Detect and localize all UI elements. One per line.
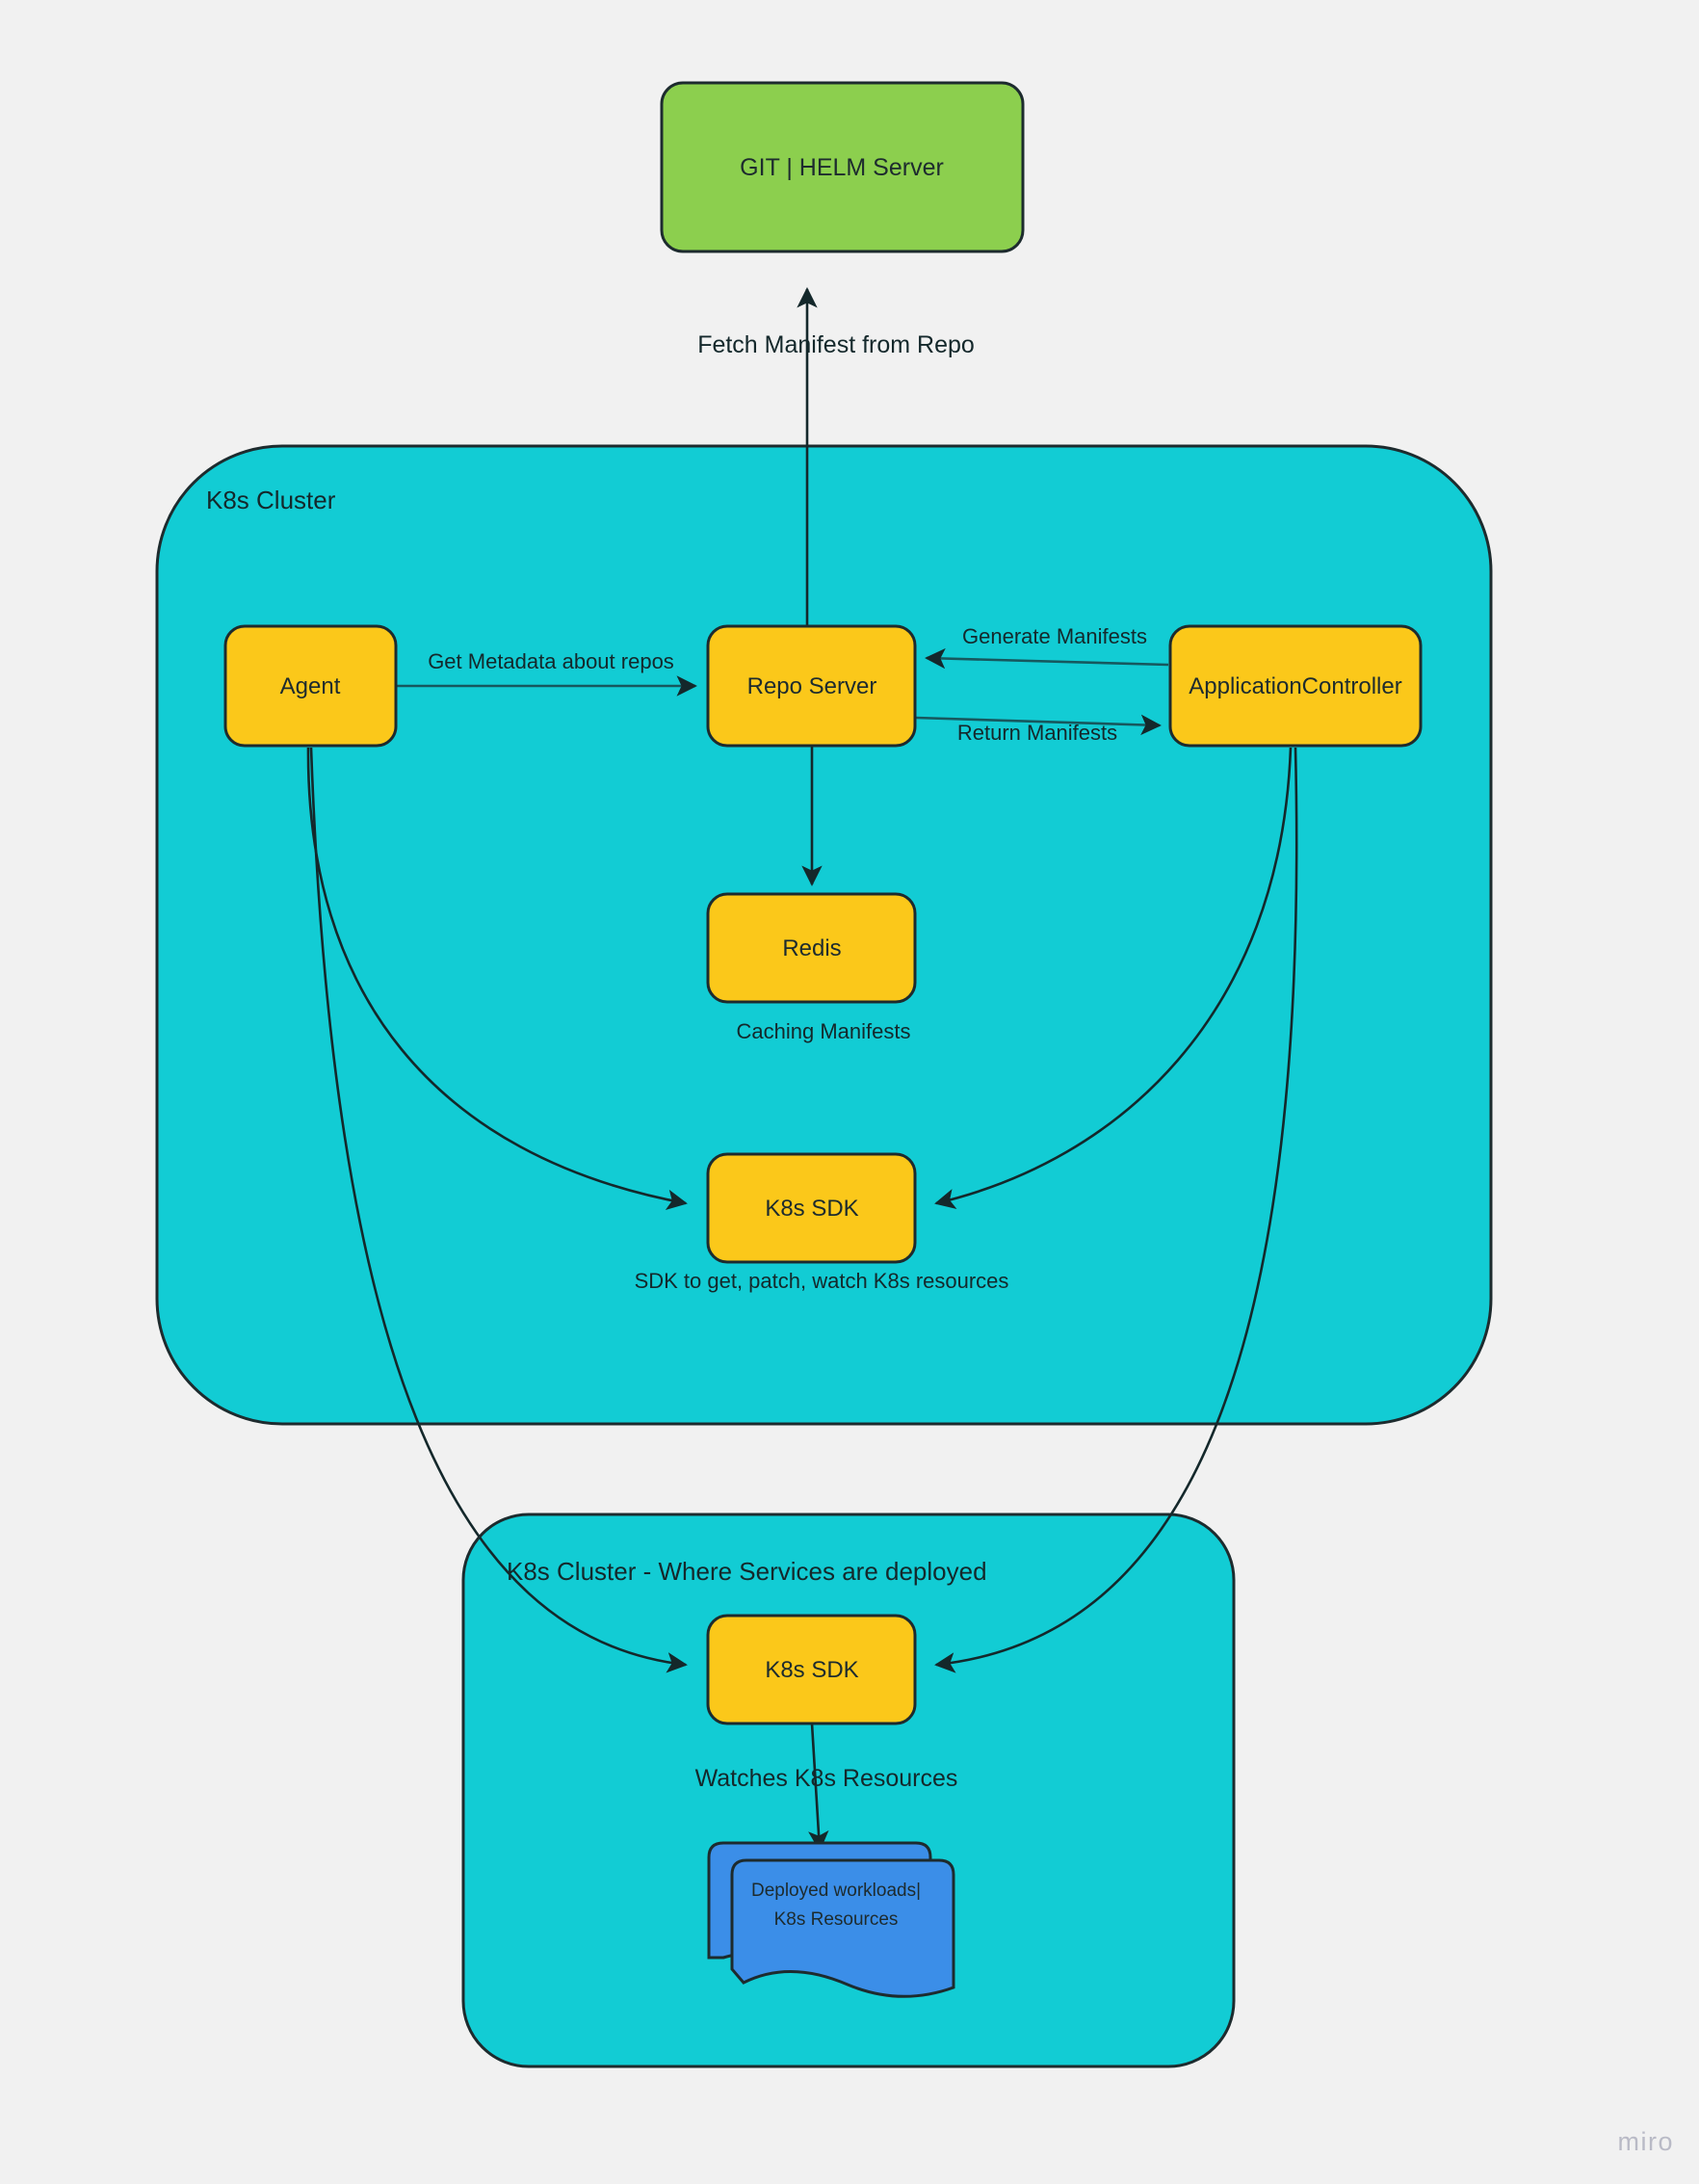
miro-watermark: miro [1617, 2127, 1674, 2156]
node-k8s-sdk-services[interactable]: K8s SDK [706, 1614, 917, 1725]
edge-label-get-metadata-about-repos: Get Metadata about repos [428, 649, 674, 673]
edge-label-sdk-to-get-patch-watch: SDK to get, patch, watch K8s resources [635, 1269, 1009, 1293]
node-k8s-sdk-services-shape [706, 1614, 917, 1725]
group-k8s-cluster-services-label: K8s Cluster - Where Services are deploye… [507, 1557, 987, 1586]
group-k8s-cluster-services-shape [461, 1513, 1236, 2068]
node-agent-label: Agent [280, 673, 341, 699]
edge-appcontroller-to-k8s-sdk-main[interactable] [934, 747, 1293, 1209]
node-k8s-sdk-main-label: K8s SDK [765, 1196, 858, 1222]
edge-labels-layer: Fetch Manifest from Repo Get Metadata ab… [428, 331, 1147, 1792]
node-deployed-workloads-label-line1: Deployed workloads| [751, 1881, 921, 1901]
node-git-helm-server-shape [660, 81, 1025, 253]
node-repo-server[interactable]: Repo Server [706, 624, 917, 748]
node-deployed-workloads-front-sheet [730, 1858, 955, 1998]
edge-k8s-sdk-services-to-workloads[interactable] [808, 1723, 829, 1852]
node-application-controller[interactable]: ApplicationController [1168, 624, 1423, 748]
node-redis-label: Redis [782, 935, 841, 961]
node-application-controller-label: ApplicationController [1189, 673, 1401, 699]
group-k8s-cluster-services[interactable]: K8s Cluster - Where Services are deploye… [461, 1513, 1236, 2068]
node-k8s-sdk-main-shape [706, 1152, 917, 1264]
edge-label-watches-k8s-resources: Watches K8s Resources [695, 1765, 958, 1792]
node-k8s-sdk-main[interactable]: K8s SDK [706, 1152, 917, 1264]
edge-label-caching-manifests: Caching Manifests [737, 1019, 911, 1043]
node-agent-shape [223, 624, 398, 748]
edge-repo-server-to-appcontroller[interactable] [915, 714, 1162, 736]
node-k8s-sdk-services-label: K8s SDK [765, 1657, 858, 1683]
node-deployed-workloads[interactable]: Deployed workloads| K8s Resources [707, 1841, 955, 1998]
node-repo-server-label: Repo Server [747, 673, 877, 699]
group-k8s-cluster-main-label: K8s Cluster [206, 486, 336, 514]
node-application-controller-shape [1168, 624, 1423, 748]
edge-label-fetch-manifest-from-repo: Fetch Manifest from Repo [697, 331, 975, 358]
edges-layer [306, 287, 1298, 1852]
edge-appcontroller-to-k8s-sdk-services[interactable] [934, 747, 1298, 1673]
edge-label-return-manifests: Return Manifests [957, 721, 1117, 745]
node-redis[interactable]: Redis [706, 892, 917, 1004]
node-agent[interactable]: Agent [223, 624, 398, 748]
node-git-helm-server-label: GIT | HELM Server [740, 154, 944, 181]
edge-appcontroller-to-repo-server[interactable] [925, 647, 1169, 670]
node-git-helm-server[interactable]: GIT | HELM Server [660, 81, 1025, 253]
edge-agent-to-k8s-sdk-services[interactable] [309, 747, 688, 1673]
node-deployed-workloads-label-line2: K8s Resources [774, 1909, 899, 1930]
edge-label-generate-manifests: Generate Manifests [962, 624, 1147, 648]
node-repo-server-shape [706, 624, 917, 748]
node-redis-shape [706, 892, 917, 1004]
